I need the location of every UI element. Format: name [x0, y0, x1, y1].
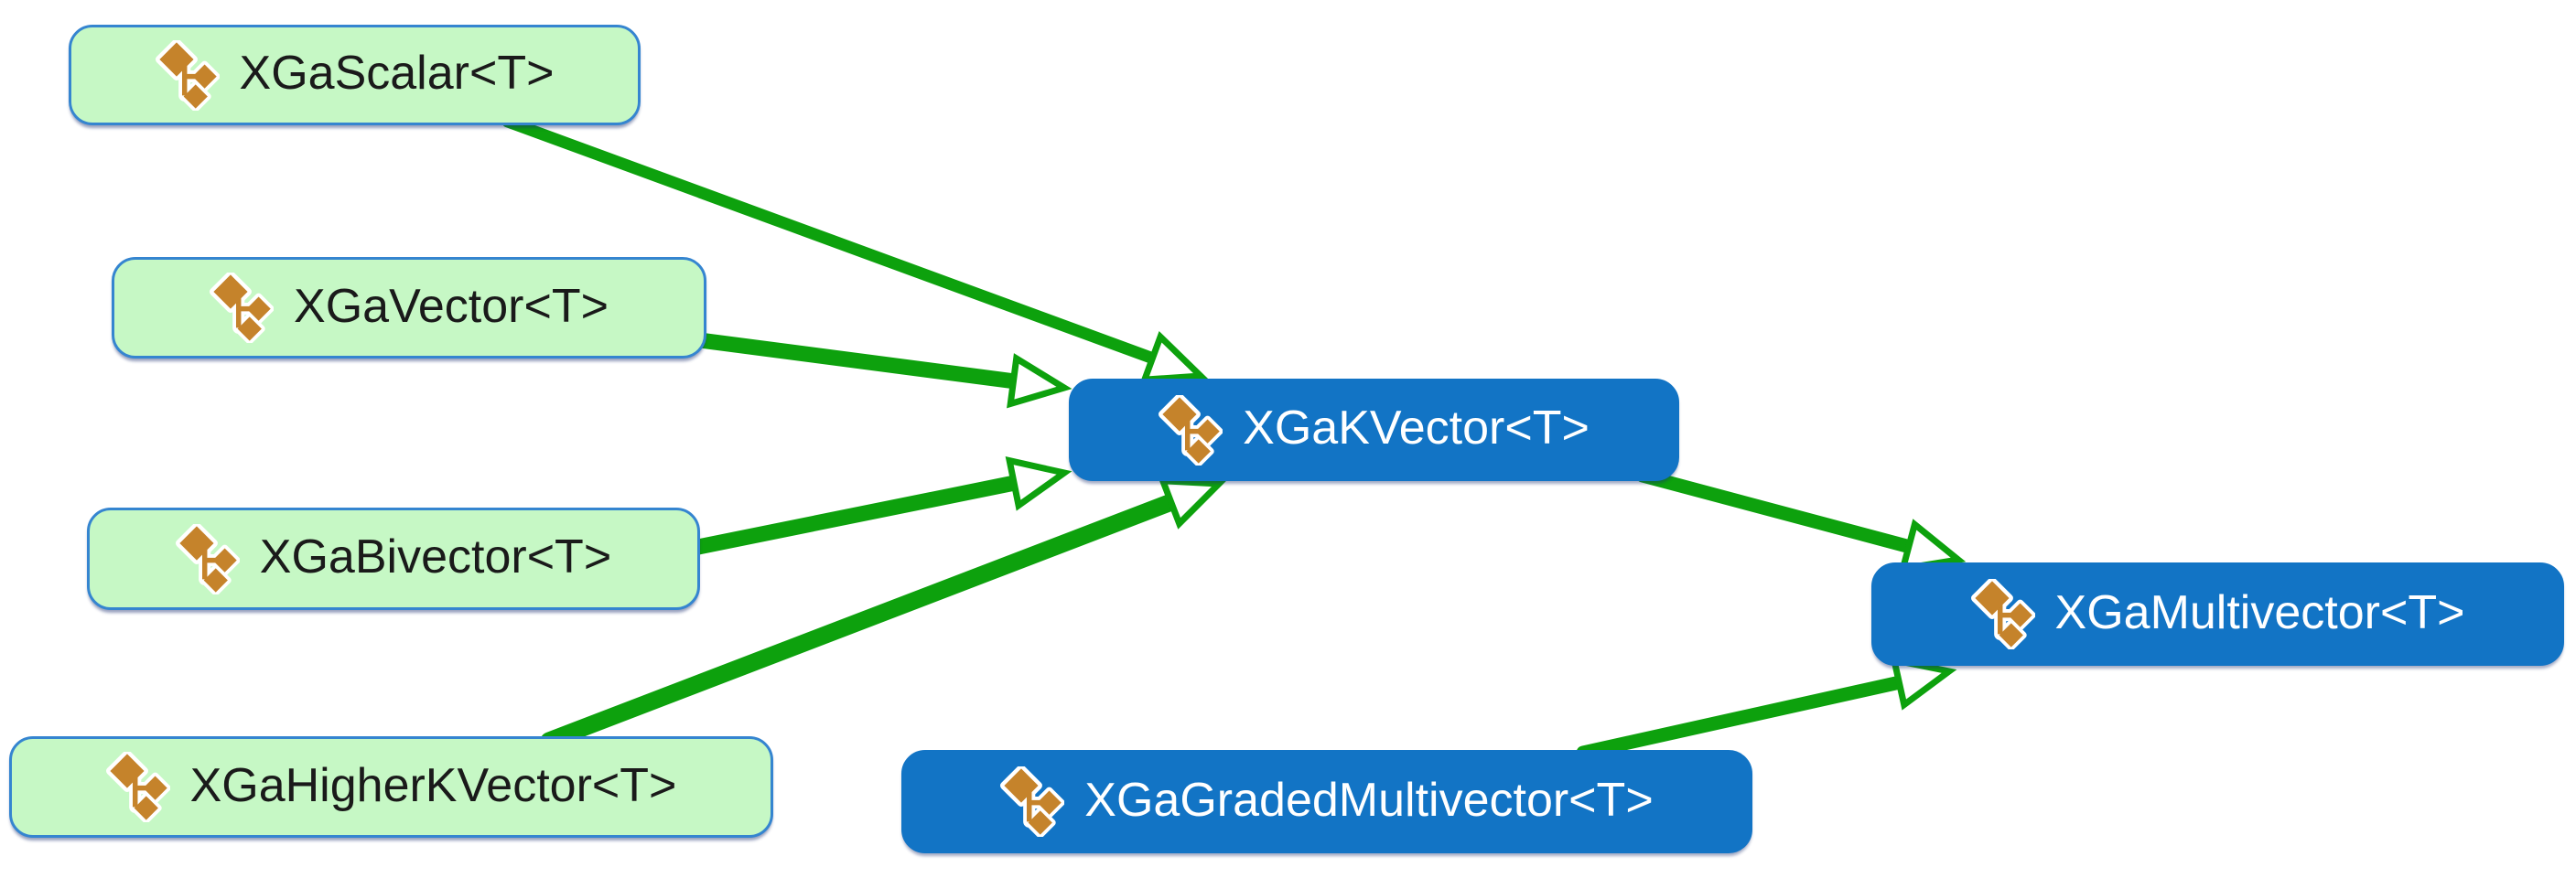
inheritance-edge-xgahigherkvector-to-xgakvector[interactable]	[540, 476, 1227, 750]
class-node-xgascalar[interactable]: XGaScalar<T>	[69, 25, 641, 125]
edge-line[interactable]	[1576, 675, 1906, 760]
edge-line[interactable]	[692, 332, 1021, 390]
class-node-label: XGaVector<T>	[294, 279, 609, 333]
edge-line[interactable]	[690, 475, 1022, 555]
class-node-xgamultivector[interactable]: XGaMultivector<T>	[1871, 562, 2564, 666]
class-icon	[106, 752, 170, 822]
class-node-label: XGaKVector<T>	[1243, 402, 1590, 455]
hollow-inheritance-arrowhead	[1890, 656, 1957, 711]
class-node-label: XGaScalar<T>	[239, 47, 555, 100]
hollow-inheritance-arrowhead	[1139, 330, 1209, 384]
class-node-xgakvector[interactable]: XGaKVector<T>	[1069, 379, 1679, 481]
class-node-xgagradedmultivector[interactable]: XGaGradedMultivector<T>	[901, 750, 1752, 853]
class-icon	[1000, 766, 1064, 837]
class-icon	[210, 273, 274, 343]
class-node-xgabivector[interactable]: XGaBivector<T>	[87, 508, 700, 610]
inheritance-edge-xgagradedmultivector-to-xgamultivector[interactable]	[1576, 656, 1957, 760]
edge-line[interactable]	[1635, 468, 1916, 554]
class-node-xgavector[interactable]: XGaVector<T>	[112, 257, 706, 359]
class-node-label: XGaGradedMultivector<T>	[1084, 773, 1654, 827]
hollow-inheritance-arrowhead	[1007, 353, 1072, 409]
edge-line[interactable]	[501, 115, 1159, 365]
class-icon	[176, 524, 240, 594]
inheritance-edge-xgavector-to-xgakvector[interactable]	[692, 332, 1072, 409]
class-node-label: XGaMultivector<T>	[2054, 585, 2465, 639]
inheritance-edge-xgakvector-to-xgamultivector[interactable]	[1635, 468, 1967, 573]
class-node-label: XGaHigherKVector<T>	[189, 758, 677, 812]
class-icon	[156, 40, 220, 111]
edge-line[interactable]	[540, 493, 1180, 750]
class-node-label: XGaBivector<T>	[259, 530, 612, 584]
inheritance-edge-xgascalar-to-xgakvector[interactable]	[501, 115, 1209, 384]
class-icon	[1159, 395, 1223, 466]
hollow-inheritance-arrowhead	[1158, 476, 1227, 530]
hollow-inheritance-arrowhead	[1005, 456, 1072, 511]
inheritance-edge-xgabivector-to-xgakvector[interactable]	[690, 456, 1072, 555]
class-icon	[1971, 579, 2035, 649]
class-node-xgahigherkvector[interactable]: XGaHigherKVector<T>	[9, 736, 773, 838]
